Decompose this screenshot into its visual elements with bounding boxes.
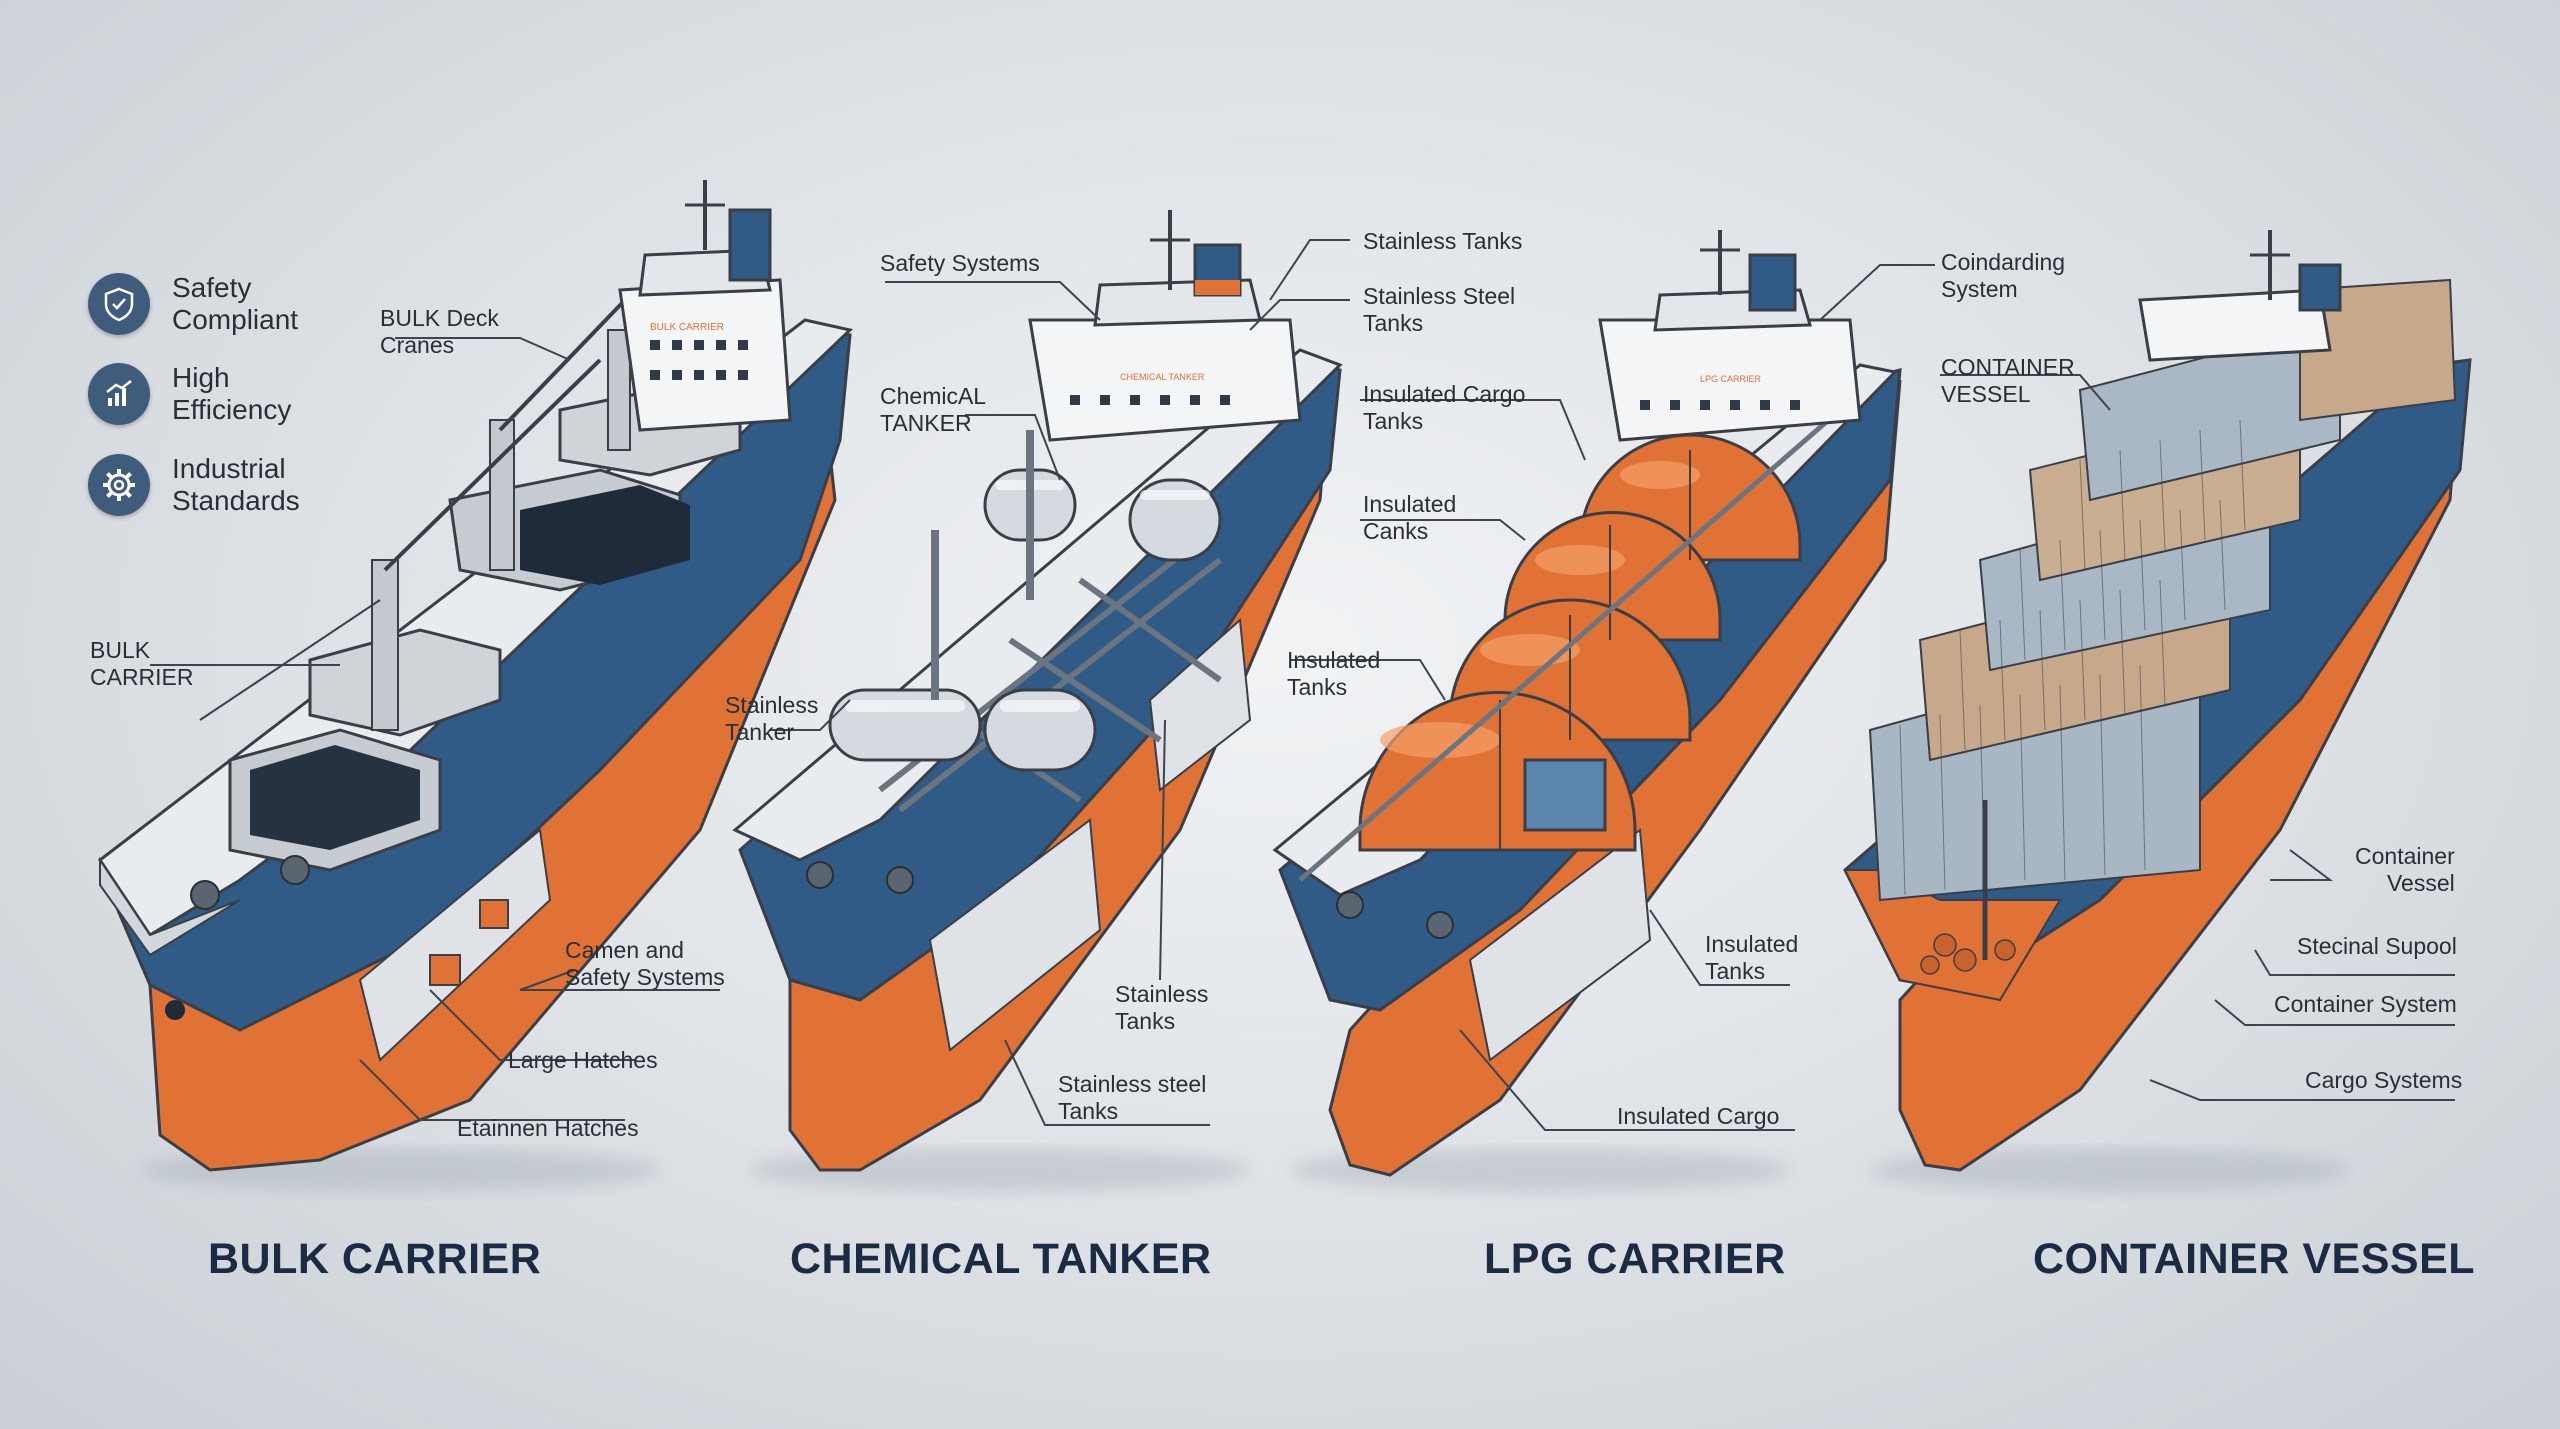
label-insulated-cargo-tanks: Insulated Cargo Tanks: [1363, 381, 1526, 434]
label-stainless-steel-tanks-top: Stainless Steel Tanks: [1363, 283, 1516, 336]
label-stainless-tanker: Stainless Tanker: [725, 692, 819, 745]
shield-check-icon: [88, 273, 150, 335]
badge-safety-text: Safety Compliant: [172, 272, 299, 335]
leader-lines: [150, 239, 2455, 1131]
label-container-vessel-upper: CONTAINER VESSEL: [1941, 354, 2075, 407]
label-insulated-tanks-upper: Insulated Tanks: [1287, 647, 1381, 700]
badge-standards-text: Industrial Standards: [172, 453, 300, 516]
lpg-bridge-text: LPG CARRIER: [1700, 374, 1762, 384]
label-stainless-tanks-top: Stainless Tanks: [1363, 228, 1523, 254]
label-bulk-deck-cranes: BULK Deck Cranes: [380, 305, 499, 358]
title-container-vessel: CONTAINER VESSEL: [2033, 1235, 2476, 1283]
title-chemical-tanker: CHEMICAL TANKER: [790, 1235, 1212, 1283]
label-coindarding-system: Coindarding System: [1941, 249, 2066, 302]
badge-efficiency-text: High Efficiency: [172, 362, 292, 425]
title-lpg-carrier: LPG CARRIER: [1484, 1235, 1786, 1283]
label-chemical-tanker: ChemicAL TANKER: [880, 383, 987, 436]
tanker-bridge-text: CHEMICAL TANKER: [1120, 372, 1205, 382]
badge-safety-compliant: Safety Compliant: [88, 272, 298, 336]
label-container-system: Container System: [2274, 991, 2457, 1017]
label-insulated-canks: Insulated Canks: [1363, 491, 1457, 544]
label-insulated-cargo: Insulated Cargo: [1617, 1103, 1780, 1129]
chemical-tanker-ship: CHEMICAL TANKER: [732, 210, 1343, 1192]
label-etainnen-hatches: Etainnen Hatches: [457, 1115, 639, 1141]
label-container-vessel-lower: Container Vessel: [2355, 843, 2455, 896]
label-stainless-tanks-lower: Stainless Tanks: [1115, 981, 1209, 1034]
label-safety-systems: Safety Systems: [880, 250, 1040, 276]
label-stainless-steel-tanks-lower: Stainless steel Tanks: [1058, 1071, 1207, 1124]
chart-growth-icon: [88, 363, 150, 425]
bulk-bridge-text: BULK CARRIER: [650, 322, 724, 333]
label-insulated-tanks-lower: Insulated Tanks: [1705, 931, 1799, 984]
lpg-carrier-ship: LPG CARRIER: [1272, 230, 1902, 1192]
label-cargo-systems: Cargo Systems: [2305, 1067, 2463, 1093]
label-stecinal-supool: Stecinal Supool: [2297, 933, 2457, 959]
bulk-carrier-ship: BULK CARRIER: [97, 180, 854, 1192]
label-large-hatches: Large Hatches: [508, 1047, 658, 1073]
gear-icon: [88, 454, 150, 516]
badge-high-efficiency: High Efficiency: [88, 362, 291, 426]
label-bulk-carrier: BULK CARRIER: [90, 637, 194, 690]
title-bulk-carrier: BULK CARRIER: [208, 1235, 542, 1283]
label-camen-safety-systems: Camen and Safety Systems: [565, 937, 725, 990]
container-vessel-ship: [1843, 230, 2472, 1192]
badge-industrial-standards: Industrial Standards: [88, 453, 300, 517]
